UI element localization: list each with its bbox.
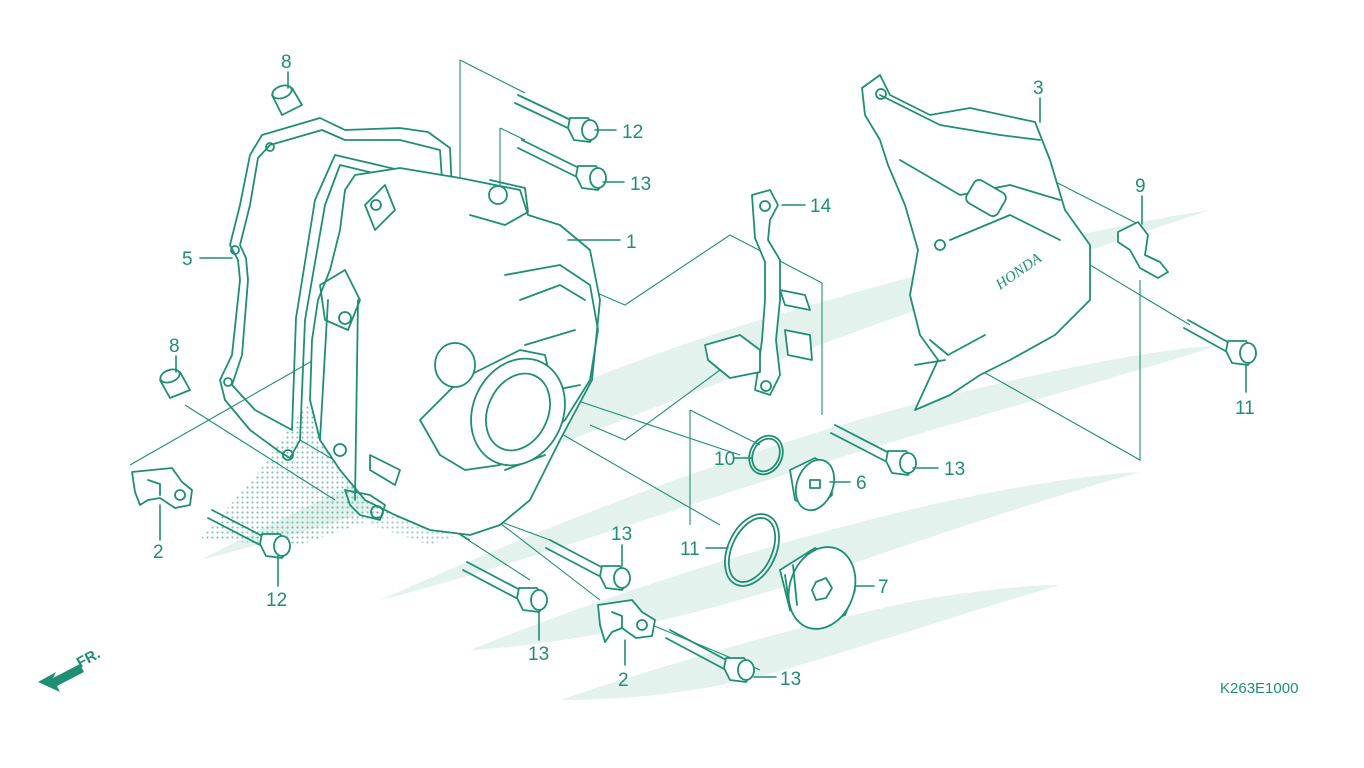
dowel-pin-lower [159, 368, 191, 399]
clamp-left [131, 467, 193, 509]
cover-shroud: HONDA [861, 74, 1091, 411]
bolt-13-middle [545, 539, 631, 591]
callout-9: 10 [714, 449, 735, 470]
bracket [704, 189, 813, 396]
crankshaft-hole-cap [779, 546, 857, 630]
diagram-code: K263E1000 [1220, 680, 1298, 697]
bolt-13-lower-left [462, 561, 548, 613]
left-crankcase-cover [309, 167, 601, 536]
dowel-pin-upper [271, 84, 303, 116]
callout-13-top: 13 [630, 174, 651, 195]
front-direction-arrow: FR. [38, 645, 103, 692]
callout-10: 11 [680, 539, 700, 560]
bolt-13-right [830, 424, 917, 476]
callout-2-left: 2 [153, 542, 164, 563]
callout-3: 3 [1033, 78, 1044, 99]
callout-5: 6 [856, 473, 867, 494]
clip [1117, 221, 1169, 279]
bolt-12-left [207, 509, 291, 559]
callout-1: 1 [626, 232, 637, 253]
o-ring-large [724, 513, 780, 587]
callout-leaders [159, 71, 1247, 678]
callout-12-top: 12 [622, 122, 643, 143]
callout-13-right: 13 [944, 459, 965, 480]
callout-2-right: 2 [618, 670, 629, 691]
callout-13-bottom: 13 [780, 669, 801, 690]
callout-4: 5 [182, 249, 193, 270]
callout-14: 14 [810, 196, 832, 217]
callout-11: 11 [1235, 398, 1255, 419]
callout-7: 9 [1135, 176, 1146, 197]
o-ring-small [748, 434, 784, 476]
clamp-right [597, 599, 656, 643]
callout-12-left: 12 [266, 590, 287, 611]
bolt-11 [1183, 319, 1257, 366]
callout-8-lower: 8 [169, 336, 180, 357]
callout-13-lower-left: 13 [528, 644, 549, 665]
timing-hole-cap [789, 457, 836, 512]
callout-8-upper: 8 [281, 52, 292, 73]
bolt-12-top [514, 94, 599, 143]
callout-6: 7 [878, 577, 889, 598]
bolt-13-top [517, 139, 607, 191]
gasket [219, 117, 453, 461]
callout-labels: 8 8 5 1 12 13 14 3 9 11 13 6 7 10 11 2 1… [153, 52, 1255, 691]
callout-13-middle: 13 [611, 524, 632, 545]
bolt-13-bottom [665, 629, 755, 683]
